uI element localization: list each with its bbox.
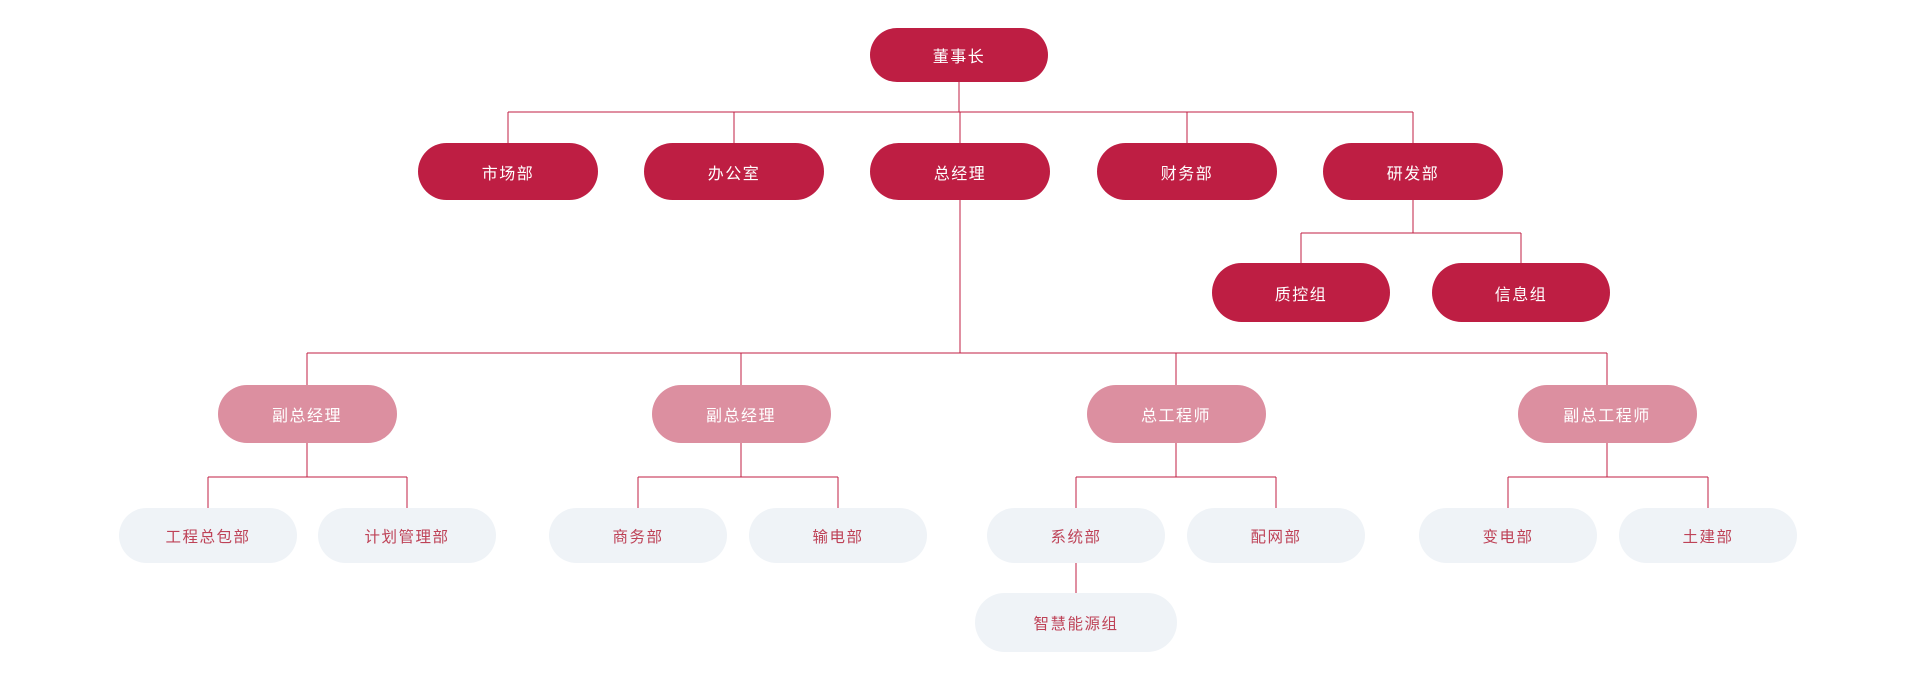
org-node-marketing[interactable]: 市场部 xyxy=(418,143,598,200)
org-node-qc[interactable]: 质控组 xyxy=(1212,263,1390,322)
org-node-gm[interactable]: 总经理 xyxy=(870,143,1050,200)
connector-path xyxy=(207,82,1709,593)
org-node-dgm2[interactable]: 副总经理 xyxy=(651,385,831,443)
org-node-dep-chief-eng[interactable]: 副总工程师 xyxy=(1517,385,1697,443)
org-node-office[interactable]: 办公室 xyxy=(644,143,824,200)
org-node-planning[interactable]: 计划管理部 xyxy=(318,508,496,563)
org-node-substation[interactable]: 变电部 xyxy=(1419,508,1597,563)
org-node-dgm1[interactable]: 副总经理 xyxy=(217,385,397,443)
org-node-smart-energy[interactable]: 智慧能源组 xyxy=(975,593,1177,652)
org-node-rnd[interactable]: 研发部 xyxy=(1323,143,1503,200)
org-node-chairman[interactable]: 董事长 xyxy=(870,28,1048,82)
org-node-distribution[interactable]: 配网部 xyxy=(1187,508,1365,563)
org-node-system[interactable]: 系统部 xyxy=(987,508,1165,563)
org-node-transmission[interactable]: 输电部 xyxy=(749,508,927,563)
org-node-info[interactable]: 信息组 xyxy=(1432,263,1610,322)
org-node-commerce[interactable]: 商务部 xyxy=(549,508,727,563)
org-node-civil[interactable]: 土建部 xyxy=(1619,508,1797,563)
org-node-epc[interactable]: 工程总包部 xyxy=(119,508,297,563)
org-node-finance[interactable]: 财务部 xyxy=(1097,143,1277,200)
org-node-chief-eng[interactable]: 总工程师 xyxy=(1086,385,1266,443)
